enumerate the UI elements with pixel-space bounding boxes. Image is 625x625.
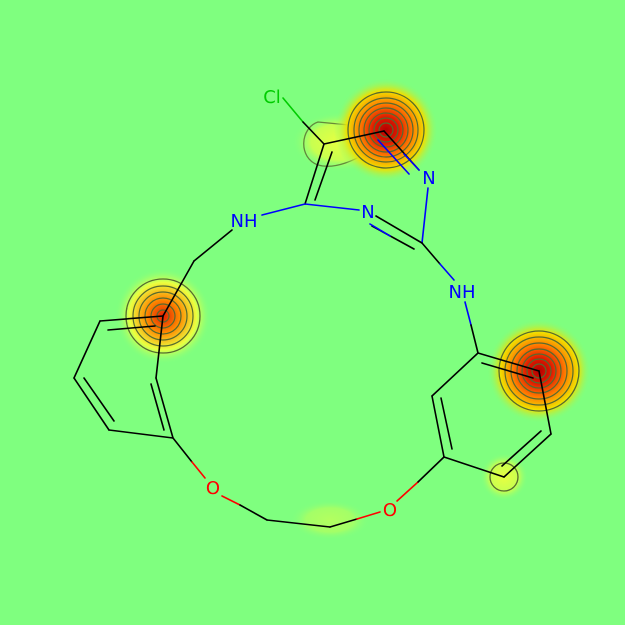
bond-ch2-o-right (329, 518, 358, 528)
bond-o-ch2-left (221, 495, 241, 506)
atom-label-nh-right: NH (449, 282, 476, 303)
atom-label-n-pyr2: N (361, 202, 374, 223)
bond-rb-1d (440, 397, 453, 450)
bond-c2-n3-blue (369, 223, 391, 237)
bond-lb-5d (150, 383, 165, 431)
bond-rb-3d (481, 362, 534, 379)
atom-label-n-pyr1: N (422, 168, 435, 189)
bond-rb-5 (503, 433, 552, 478)
bond-lb-3 (73, 377, 110, 431)
atom-label-o-left: O (206, 478, 220, 499)
bond-c6-n1-b (403, 153, 420, 171)
bond-o-c-right (396, 481, 419, 502)
bonds (73, 97, 552, 528)
spot-ether-faint (290, 500, 370, 540)
bond-lb-4 (108, 429, 174, 439)
bond-lb-5 (155, 377, 174, 439)
atom-label-o-right: O (383, 500, 397, 521)
bond-c2-n3 (375, 215, 423, 244)
bond-o-ch2-left-b (239, 504, 268, 521)
bond-rb-1 (431, 395, 445, 458)
bond-rb-4 (538, 370, 552, 435)
bond-lb-6 (155, 315, 164, 379)
bond-cl-c (282, 97, 304, 123)
bond-ch2-ch2 (266, 519, 331, 528)
bond-ch2-ring (162, 260, 195, 317)
bond-rb-2 (431, 352, 479, 397)
bond-lb-3d (83, 377, 115, 422)
bond-c6-n1-double (377, 139, 410, 175)
bond-c2-nh-blue (439, 263, 455, 281)
atom-label-cl: Cl (263, 87, 281, 108)
spot-pyrimidine-top (334, 78, 438, 182)
bond-rb-5d (501, 430, 542, 467)
bond-c4-c5 (304, 143, 325, 205)
bond-lb-2 (73, 320, 101, 379)
bond-c-o-left-red (191, 461, 206, 479)
bond-n1-c2 (421, 187, 429, 244)
bond-lb-1 (99, 315, 164, 322)
bond-nh-ch2 (193, 229, 233, 262)
bond-ch2-o-right-red (356, 511, 381, 520)
atom-labels: Cl N N NH NH O O (206, 87, 476, 521)
bond-c4-nh (261, 203, 306, 216)
bond-c5-c6 (323, 130, 385, 145)
bond-c4-c5-double (314, 151, 333, 201)
atom-label-nh-left: NH (231, 211, 258, 232)
bond-o-c-right-b (417, 456, 445, 483)
bond-rb-6 (443, 456, 505, 478)
bond-n3-c4 (304, 203, 360, 211)
bond-nh-ring-b (470, 324, 479, 354)
bond-c2-nh (421, 242, 441, 265)
bond-c-o-left (172, 437, 193, 463)
bond-nh-ring (464, 301, 472, 326)
bond-cl-c-b (302, 121, 325, 145)
bond-lb-1d (107, 325, 156, 331)
bond-rb-3 (477, 352, 540, 372)
